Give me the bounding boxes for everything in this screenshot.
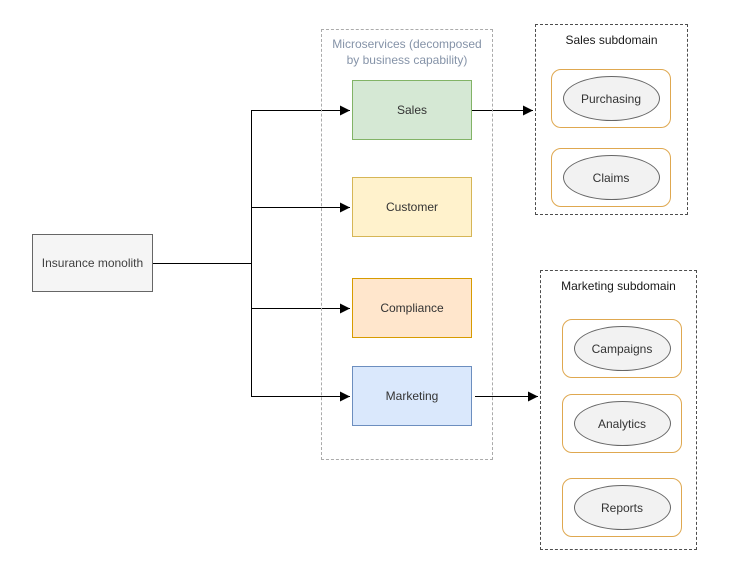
capability-campaigns: Campaigns [562, 319, 682, 378]
service-label-sales: Sales [396, 103, 428, 117]
subdomain-sales: Sales subdomain Purchasing Claims [535, 24, 688, 215]
microservices-group-title: Microservices (decomposed by business ca… [332, 37, 482, 67]
capability-ellipse: Analytics [573, 401, 671, 446]
service-node-compliance: Compliance [352, 278, 472, 338]
capability-ellipse: Reports [573, 485, 671, 530]
subdomain-marketing: Marketing subdomain Campaigns Analytics … [540, 270, 697, 550]
monolith-node: Insurance monolith [32, 234, 153, 292]
capability-claims: Claims [551, 148, 671, 207]
capability-reports: Reports [562, 478, 682, 537]
capability-purchasing: Purchasing [551, 69, 671, 128]
capability-label-analytics: Analytics [597, 416, 647, 431]
service-node-marketing: Marketing [352, 366, 472, 426]
capability-label-claims: Claims [592, 170, 630, 185]
service-label-marketing: Marketing [385, 389, 439, 403]
subdomain-marketing-title: Marketing subdomain [561, 279, 676, 293]
capability-label-reports: Reports [600, 500, 644, 515]
service-node-customer: Customer [352, 177, 472, 237]
microservices-group: Microservices (decomposed by business ca… [321, 29, 493, 460]
capability-ellipse: Campaigns [573, 326, 671, 371]
monolith-label: Insurance monolith [41, 256, 144, 270]
capability-label-purchasing: Purchasing [580, 91, 642, 106]
service-label-customer: Customer [385, 200, 438, 214]
capability-analytics: Analytics [562, 394, 682, 453]
service-label-compliance: Compliance [380, 301, 444, 315]
capability-ellipse: Purchasing [562, 76, 660, 121]
capability-label-campaigns: Campaigns [591, 341, 653, 356]
service-node-sales: Sales [352, 80, 472, 140]
subdomain-sales-title: Sales subdomain [565, 33, 658, 47]
capability-ellipse: Claims [562, 155, 660, 200]
